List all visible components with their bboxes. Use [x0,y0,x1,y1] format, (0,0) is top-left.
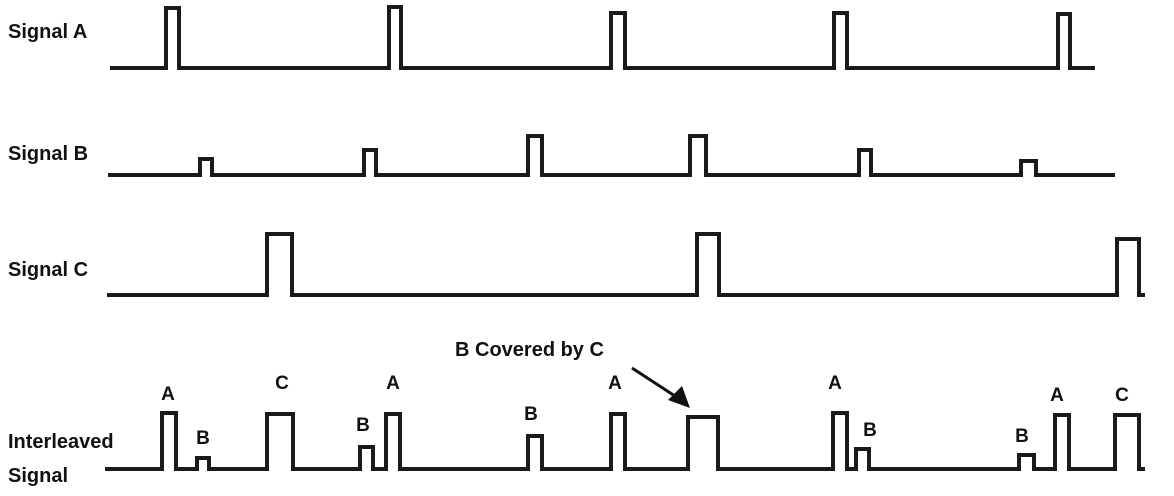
pulse-label-a: A [161,384,175,405]
signal-a-trace [110,5,1095,70]
pulse-label-b: B [524,404,538,425]
interleaved-label-line2: Signal [8,465,68,487]
signal-c-label: Signal C [8,259,88,281]
pulse-label-c: C [1115,385,1129,406]
arrow-head-icon [668,386,690,408]
interleaved-label-line1: Interleaved [8,431,114,453]
pulse-label-a: A [608,373,622,394]
interleaved-trace [105,411,1145,471]
pulse-label-b: B [196,428,210,449]
b-covered-annotation: B Covered by C [455,339,604,361]
signal-a-label: Signal A [8,21,87,43]
signal-b-trace [108,134,1115,177]
pulse-label-a: A [1050,385,1064,406]
pulse-label-b: B [1015,426,1029,447]
pulse-label-a: A [828,373,842,394]
pulse-label-b: B [863,420,877,441]
signal-b-label: Signal B [8,143,88,165]
annotation-arrow-line [631,366,679,400]
signal-c-trace [107,232,1145,297]
pulse-label-a: A [386,373,400,394]
pulse-label-c: C [275,373,289,394]
pulse-label-b: B [356,415,370,436]
